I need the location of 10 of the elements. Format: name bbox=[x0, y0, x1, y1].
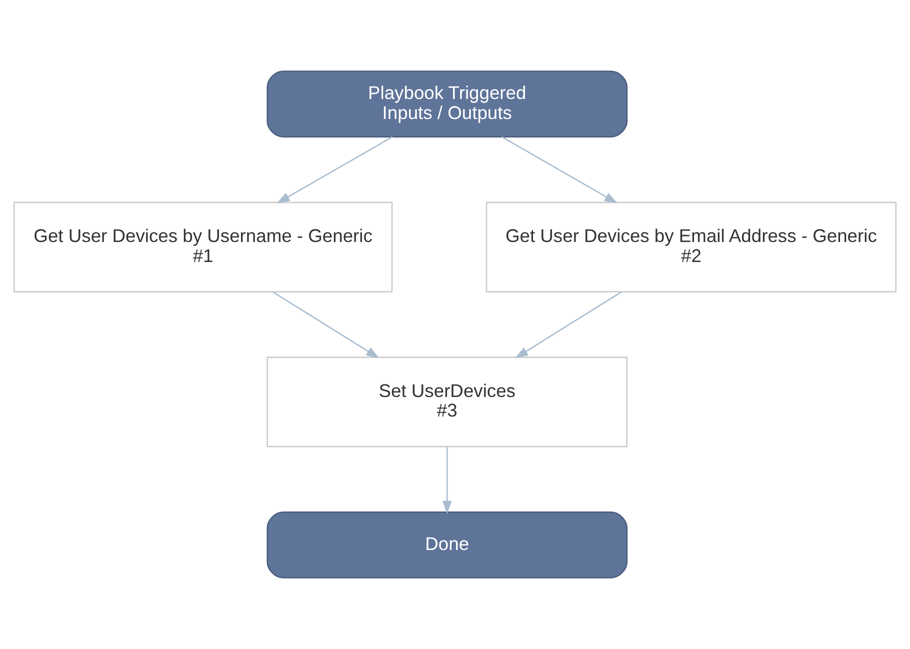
node-box: Get User Devices by Email Address - Generic #2 bbox=[486, 202, 897, 292]
node-box: Get User Devices by Username - Generic #1 bbox=[13, 202, 393, 292]
arrow bbox=[514, 291, 622, 358]
node-box: Done bbox=[266, 511, 628, 578]
node-box: Playbook Triggered Inputs / Outputs bbox=[266, 70, 628, 138]
arrow bbox=[272, 291, 380, 358]
arrow bbox=[502, 136, 618, 204]
node-box: Set UserDevices #3 bbox=[266, 356, 628, 448]
arrow bbox=[276, 136, 393, 204]
arrow bbox=[442, 446, 452, 514]
